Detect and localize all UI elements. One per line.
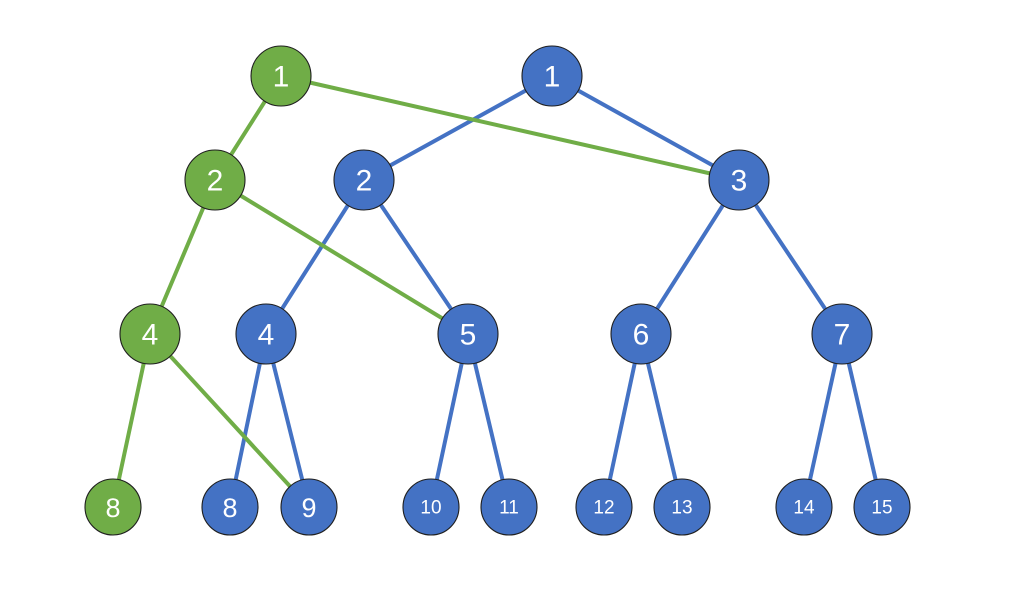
node-label-b3: 3	[731, 165, 748, 198]
node-label-b13: 13	[671, 498, 692, 519]
edge-b2-b5	[362, 178, 470, 336]
node-b4[interactable]: 4	[235, 303, 297, 365]
node-b14[interactable]: 14	[775, 478, 833, 536]
node-circle-g2[interactable]	[184, 149, 246, 211]
node-label-g4: 4	[142, 319, 159, 352]
node-label-b8: 8	[222, 493, 237, 523]
node-label-b2: 2	[356, 165, 373, 198]
node-b1[interactable]: 1	[521, 45, 583, 107]
node-b3[interactable]: 3	[708, 149, 770, 211]
node-circle-b4[interactable]	[235, 303, 297, 365]
node-circle-b15[interactable]	[853, 478, 911, 536]
node-b10[interactable]: 10	[402, 478, 460, 536]
node-label-b6: 6	[633, 319, 650, 352]
node-g1[interactable]: 1	[250, 45, 312, 107]
node-b8[interactable]: 8	[201, 478, 259, 536]
edge-b3-b7	[737, 178, 844, 336]
node-b9[interactable]: 9	[280, 478, 338, 536]
node-circle-b8[interactable]	[201, 478, 259, 536]
node-circle-g1[interactable]	[250, 45, 312, 107]
node-label-b7: 7	[834, 319, 851, 352]
edges-layer	[111, 74, 884, 509]
node-circle-b7[interactable]	[811, 303, 873, 365]
node-circle-g4[interactable]	[119, 303, 181, 365]
node-b5[interactable]: 5	[437, 303, 499, 365]
node-circle-b13[interactable]	[653, 478, 711, 536]
node-circle-b5[interactable]	[437, 303, 499, 365]
node-b11[interactable]: 11	[480, 478, 538, 536]
edge-b1-b2	[362, 74, 554, 182]
node-circle-b3[interactable]	[708, 149, 770, 211]
node-b15[interactable]: 15	[853, 478, 911, 536]
node-label-b14: 14	[793, 498, 815, 519]
node-g8[interactable]: 8	[84, 478, 142, 536]
node-circle-b9[interactable]	[280, 478, 338, 536]
node-label-b10: 10	[420, 498, 441, 519]
node-circle-b11[interactable]	[480, 478, 538, 536]
node-circle-b2[interactable]	[333, 149, 395, 211]
edge-g2-b5	[213, 178, 470, 336]
node-b6[interactable]: 6	[610, 303, 672, 365]
node-circle-b10[interactable]	[402, 478, 460, 536]
node-circle-b14[interactable]	[775, 478, 833, 536]
node-g4[interactable]: 4	[119, 303, 181, 365]
node-circle-b1[interactable]	[521, 45, 583, 107]
node-label-b15: 15	[871, 498, 892, 519]
node-circle-b6[interactable]	[610, 303, 672, 365]
node-circle-b12[interactable]	[575, 478, 633, 536]
edge-g1-b3	[279, 74, 741, 182]
node-b13[interactable]: 13	[653, 478, 711, 536]
edge-b1-b3	[550, 74, 741, 182]
node-label-b12: 12	[593, 498, 614, 519]
node-label-g8: 8	[105, 493, 120, 523]
node-label-b1: 1	[544, 61, 561, 94]
node-b12[interactable]: 12	[575, 478, 633, 536]
node-g2[interactable]: 2	[184, 149, 246, 211]
node-label-g2: 2	[207, 165, 224, 198]
edge-g4-b9	[148, 332, 311, 509]
node-label-b5: 5	[460, 319, 477, 352]
node-b7[interactable]: 7	[811, 303, 873, 365]
node-label-b4: 4	[258, 319, 275, 352]
node-label-b9: 9	[301, 493, 316, 523]
node-label-b11: 11	[499, 498, 519, 519]
node-circle-g8[interactable]	[84, 478, 142, 536]
node-b2[interactable]: 2	[333, 149, 395, 211]
node-label-g1: 1	[273, 61, 290, 94]
